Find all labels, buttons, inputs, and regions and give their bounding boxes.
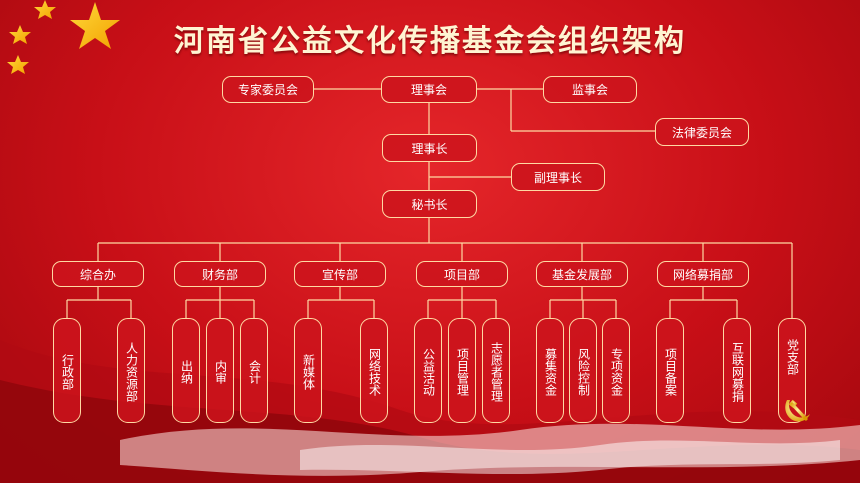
expert-committee-node: 专家委员会 — [222, 76, 314, 103]
unit-new-media: 新媒体 — [294, 318, 322, 423]
unit-special-funds: 专项资金 — [602, 318, 630, 423]
unit-admin: 行政部 — [53, 318, 81, 423]
unit-risk-control: 风险控制 — [569, 318, 597, 423]
dept-publicity: 宣传部 — [294, 261, 386, 287]
vice-chairman-node: 副理事长 — [511, 163, 605, 191]
unit-project-filing: 项目备案 — [656, 318, 684, 423]
supervisors-node: 监事会 — [543, 76, 637, 103]
flag-stars-decoration — [7, 0, 120, 74]
dept-general-office: 综合办 — [52, 261, 144, 287]
unit-hr: 人力资源部 — [117, 318, 145, 423]
unit-accounting: 会计 — [240, 318, 268, 423]
dept-finance: 财务部 — [174, 261, 266, 287]
unit-internet-fundraising: 互联网募捐 — [723, 318, 751, 423]
dept-fund-development: 基金发展部 — [536, 261, 628, 287]
page-title: 河南省公益文化传播基金会组织架构 — [174, 24, 686, 59]
star-icon — [9, 25, 31, 44]
unit-project-management: 项目管理 — [448, 318, 476, 423]
unit-charity-events: 公益活动 — [414, 318, 442, 423]
chairman-node: 理事长 — [382, 134, 477, 162]
star-icon — [70, 2, 120, 49]
unit-network-tech: 网络技术 — [360, 318, 388, 423]
bottom-wave-decoration — [0, 340, 860, 483]
dept-online-fundraising: 网络募捐部 — [657, 261, 749, 287]
unit-audit: 内审 — [206, 318, 234, 423]
unit-fundraising: 募集资金 — [536, 318, 564, 423]
dept-projects: 项目部 — [416, 261, 508, 287]
party-emblem-icon — [785, 399, 810, 422]
secretary-general-node: 秘书长 — [382, 190, 477, 218]
star-icon — [7, 55, 29, 74]
star-icon — [34, 0, 56, 19]
legal-committee-node: 法律委员会 — [655, 118, 749, 146]
unit-cashier: 出纳 — [172, 318, 200, 423]
unit-volunteer-management: 志愿者管理 — [482, 318, 510, 423]
board-node: 理事会 — [381, 76, 477, 103]
